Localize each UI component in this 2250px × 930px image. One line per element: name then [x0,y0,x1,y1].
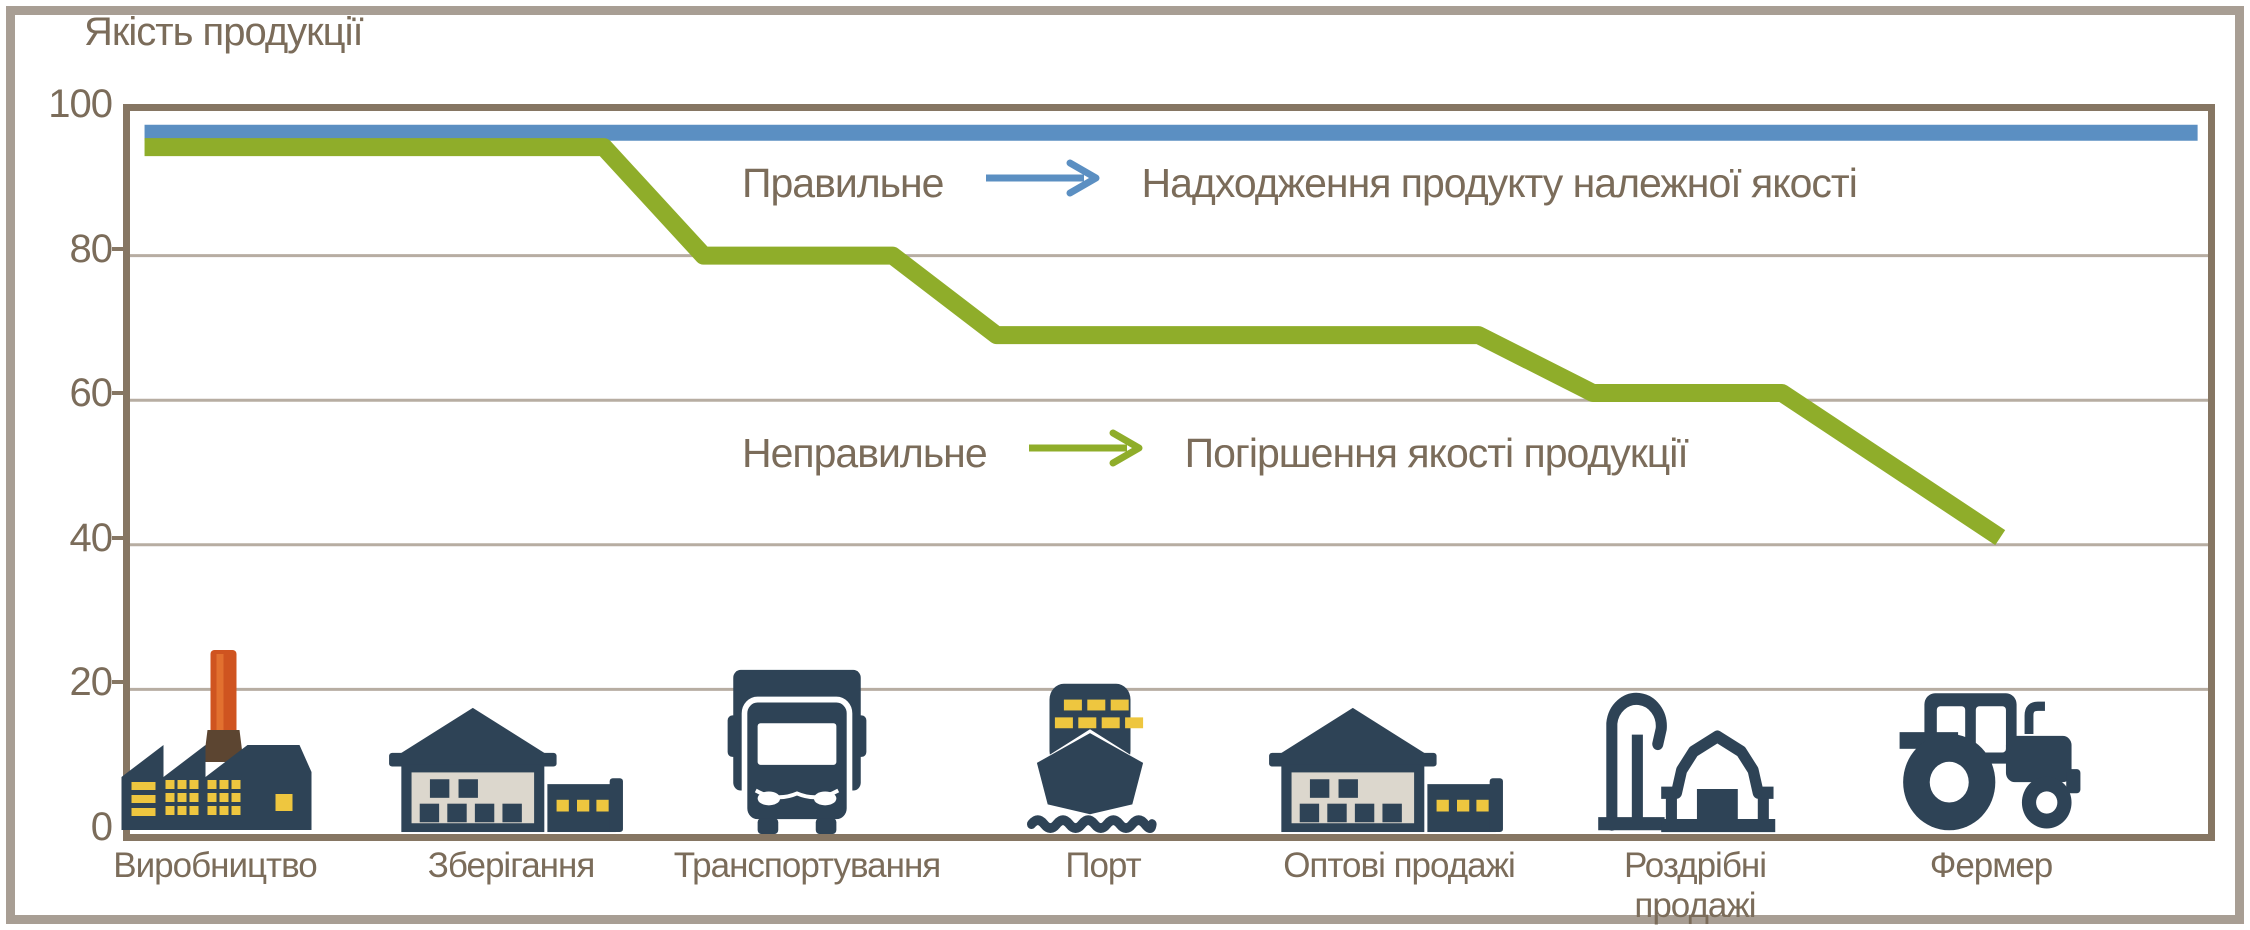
x-axis-label: Зберігання [427,846,596,885]
warehouse-icon [1265,702,1505,834]
legend-incorrect-label: Неправильне [742,429,988,476]
barn-icon [1588,684,1788,834]
blue-arrow-icon [984,158,1102,208]
y-axis-tick-label: 0 [90,805,113,849]
ship-icon [1023,664,1158,834]
x-axis-label: Фермер [1929,846,2054,885]
y-axis-tick [112,535,125,540]
x-axis-label: Оптові продажі [1283,846,1516,885]
x-axis-label: Транспортування [673,846,942,885]
y-axis-tick-label: 20 [69,660,114,705]
chart-title: Якість продукції [84,10,364,54]
legend-correct-description: Надходження продукту належної якості [1141,159,1858,206]
legend-correct: Правильне Надходження продукту належної … [742,158,1858,208]
warehouse-icon [385,702,625,834]
x-axis-label: Роздрібні продажі [1624,846,1767,925]
x-axis-label: Порт [1065,846,1141,885]
y-axis-tick-label: 40 [69,515,114,560]
x-axis-label: Виробництво [113,846,318,885]
tractor-icon [1893,684,2088,834]
y-axis-tick-label: 60 [69,371,114,416]
green-arrow-icon [1027,428,1145,478]
y-axis-tick [112,246,125,251]
y-axis-tick [112,391,125,396]
legend-incorrect-description: Погіршення якості продукції [1184,429,1689,476]
y-axis-tick-label: 80 [69,226,114,271]
legend-correct-label: Правильне [742,159,944,206]
factory-icon [114,644,319,834]
y-axis-tick [112,680,125,685]
truck-icon [722,664,872,834]
y-axis-tick-label: 100 [48,82,113,126]
degrading-quality-line [144,138,2006,546]
legend-incorrect: Неправильне Погіршення якості продукції [742,428,1689,478]
chart-lines-canvas [130,124,2208,691]
